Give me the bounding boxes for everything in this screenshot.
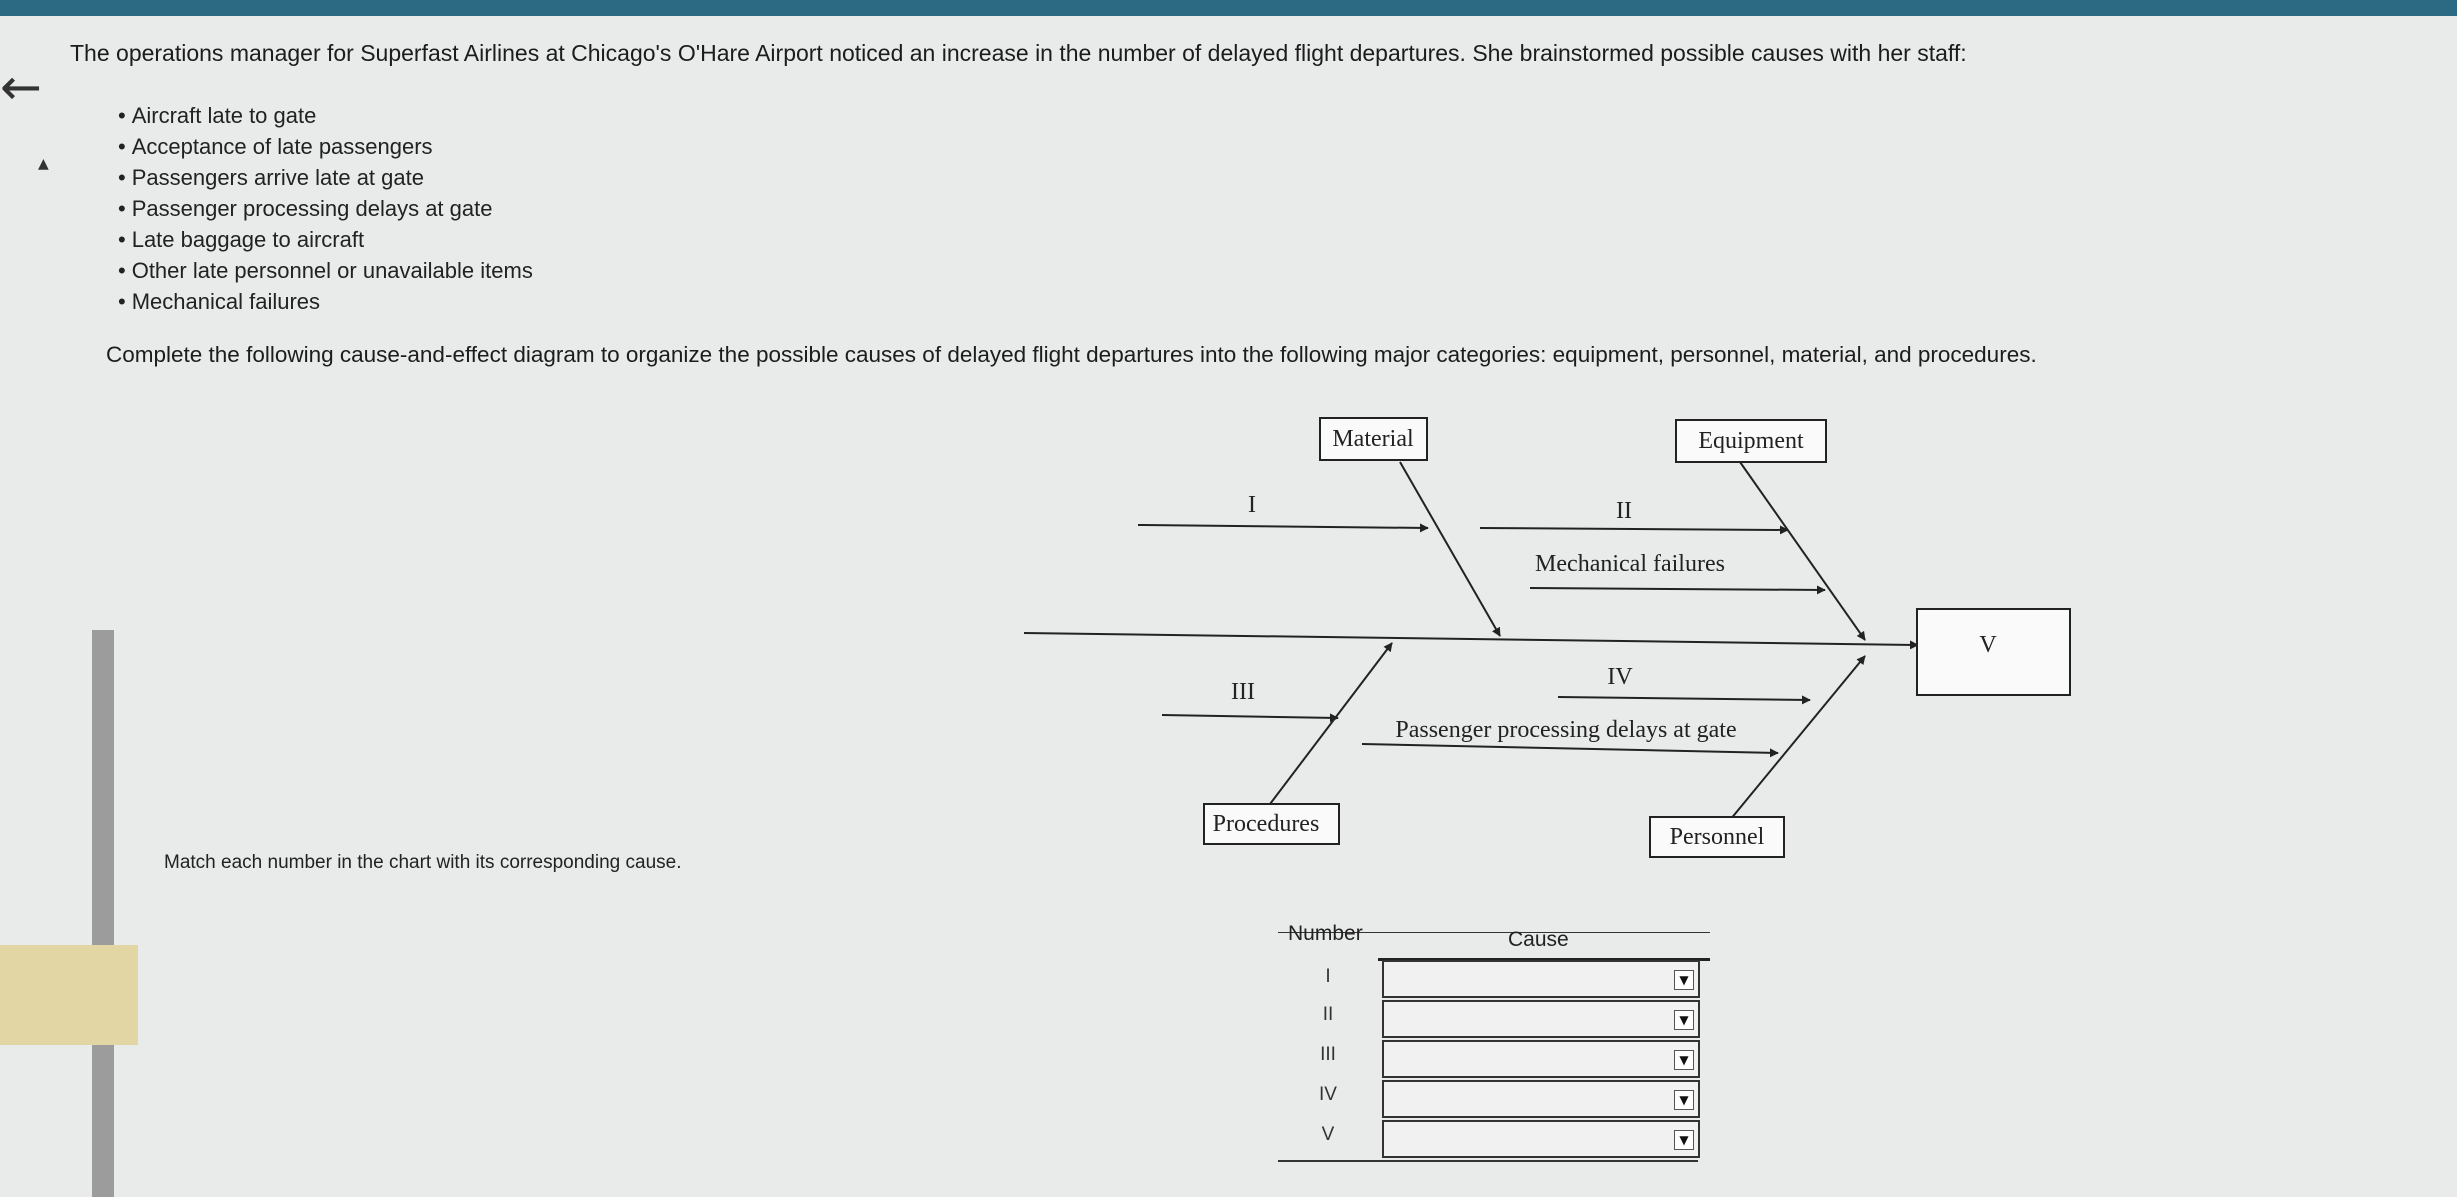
category-procedures: Procedures [1213,811,1320,837]
equipment-bone [1739,461,1866,641]
list-item: Passenger processing delays at gate [118,193,533,224]
spine-line [1023,632,1919,650]
top-bar [0,0,2457,16]
procedures-box [1203,803,1340,845]
side-highlight [0,945,138,1045]
branch-line-iv [1557,695,1811,705]
row-number: II [1322,1004,1334,1025]
label-iii: III [1231,679,1255,705]
branch-line-passenger [1361,743,1779,758]
dropdown-arrow-icon[interactable]: ▼ [1674,1010,1694,1030]
header-cause: Cause [1508,928,1569,951]
cause-select-v[interactable]: ▼ [1382,1120,1700,1158]
procedures-bone [1269,642,1393,805]
material-box [1319,417,1428,461]
personnel-bone [1729,655,1866,821]
row-number: I [1325,966,1331,987]
match-instruction: Match each number in the chart with its … [164,852,682,873]
row-number: V [1321,1124,1335,1145]
cause-select-ii[interactable]: ▼ [1382,1000,1700,1038]
table-top-rule [1278,932,1710,933]
cause-select-iv[interactable]: ▼ [1382,1080,1700,1118]
equipment-box [1675,419,1827,463]
dropdown-arrow-icon[interactable]: ▼ [1674,1050,1694,1070]
label-v: V [1979,632,1997,658]
dropdown-arrow-icon[interactable]: ▼ [1674,970,1694,990]
row-number: III [1320,1044,1336,1065]
category-material: Material [1332,426,1414,452]
effect-box [1916,608,2071,696]
cause-select-i[interactable]: ▼ [1382,960,1700,998]
row-number: IV [1319,1084,1337,1105]
branch-line-i [1137,523,1429,533]
diagram-instruction: Complete the following cause-and-effect … [106,342,2037,367]
causes-list: Aircraft late to gate Acceptance of late… [118,100,533,317]
branch-line-mechanical [1529,585,1826,595]
dropdown-arrow-icon[interactable]: ▼ [1674,1090,1694,1110]
scroll-up-icon[interactable]: ▲ [38,156,49,172]
table-header-rule [1378,958,1710,961]
header-number: Number [1288,922,1363,945]
list-item: Late baggage to aircraft [118,224,533,255]
cause-select-iii[interactable]: ▼ [1382,1040,1700,1078]
branch-line-iii [1161,713,1339,723]
label-mechanical-failures: Mechanical failures [1535,551,1725,577]
label-ii: II [1616,498,1632,524]
material-bone [1399,461,1501,637]
question-intro: The operations manager for Superfast Air… [70,40,1967,66]
personnel-box [1649,816,1785,858]
category-personnel: Personnel [1670,824,1765,850]
category-equipment: Equipment [1698,428,1804,454]
list-item: Other late personnel or unavailable item… [118,255,533,286]
list-item: Passengers arrive late at gate [118,162,533,193]
label-iv: IV [1607,664,1633,690]
branch-line-ii [1479,525,1789,535]
label-i: I [1248,492,1256,518]
scrollbar[interactable] [92,630,114,1197]
list-item: Acceptance of late passengers [118,131,533,162]
label-passenger-processing: Passenger processing delays at gate [1395,717,1736,743]
dropdown-arrow-icon[interactable]: ▼ [1674,1130,1694,1150]
list-item: Aircraft late to gate [118,100,533,131]
list-item: Mechanical failures [118,286,533,317]
table-bottom-rule [1278,1160,1698,1162]
back-arrow-icon[interactable]: ← [0,58,42,116]
